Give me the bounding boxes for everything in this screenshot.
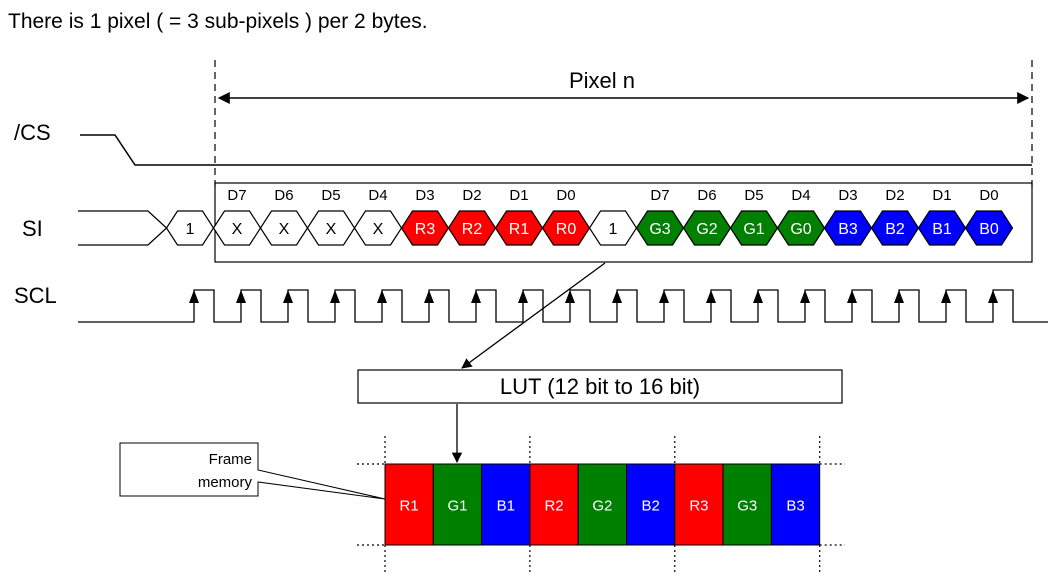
data-to-lut-arrow — [461, 262, 606, 369]
scl-rising-edge-arrow — [377, 290, 387, 303]
cs-signal-label: /CS — [14, 120, 51, 145]
scl-rising-edge-arrow — [894, 290, 904, 303]
si-bit-byte1-6-label: R1 — [509, 221, 530, 238]
memory-cell-r1 — [384, 463, 434, 546]
memory-cell-r2 — [529, 463, 579, 546]
memory-cell-label: B1 — [497, 498, 515, 515]
scl-rising-edge-arrow — [988, 290, 998, 303]
memory-cell-label: B2 — [641, 498, 659, 515]
si-bit-byte2-3-bit-number: D4 — [791, 187, 810, 204]
pixel-data-frame — [214, 182, 1033, 263]
si-bit-byte1-2-label: X — [326, 221, 337, 238]
si-bit-byte2-5-label: B2 — [885, 221, 905, 238]
frame-memory: R1 G1 B1 R2 G2 B2 R3 G3 B3 — [357, 436, 845, 574]
scl-rising-edge-arrow — [847, 290, 857, 303]
memory-cell-g3 — [722, 463, 772, 546]
si-bit-byte2-2-label: G1 — [743, 221, 764, 238]
scl-rising-edge-arrow — [330, 290, 340, 303]
memory-cell-r3 — [674, 463, 724, 546]
memory-cell-label: G3 — [737, 498, 757, 515]
si-bit-byte1-0-bit-number: D7 — [227, 187, 246, 204]
si-bit-byte1-6-bit-number: D1 — [509, 187, 528, 204]
si-bit-byte1-3-label: X — [373, 221, 384, 238]
si-bit-byte1-1-bit-number: D6 — [274, 187, 293, 204]
si-bit-byte1-5-bit-number: D2 — [462, 187, 481, 204]
si-bit-byte2-2-bit-number: D5 — [744, 187, 763, 204]
caption: There is 1 pixel ( = 3 sub-pixels ) per … — [8, 10, 428, 33]
memory-cell-label: R3 — [689, 498, 708, 515]
si-bit-byte2-0-bit-number: D7 — [650, 187, 669, 204]
si-bit-byte2-4-label: B3 — [838, 221, 858, 238]
si-dc-bit-byte2-label: 1 — [609, 221, 618, 238]
scl-rising-edge-arrow — [800, 290, 810, 303]
scl-rising-edge-arrow — [941, 290, 951, 303]
memory-cell-b2 — [626, 463, 676, 546]
scl-signal-label: SCL — [14, 283, 57, 308]
si-bit-byte1-4-bit-number: D3 — [415, 187, 434, 204]
pixel-label: Pixel n — [569, 68, 635, 93]
scl-rising-edge-arrow — [518, 290, 528, 303]
si-bit-byte1-0-label: X — [232, 221, 243, 238]
frame-memory-callout — [119, 442, 386, 500]
memory-cell-label: G1 — [447, 498, 467, 515]
si-bit-byte1-4-label: R3 — [415, 221, 436, 238]
si-bit-byte1-7-label: R0 — [556, 221, 577, 238]
memory-cell-label: G2 — [592, 498, 612, 515]
lut-box — [357, 369, 843, 404]
si-bit-byte1-2-bit-number: D5 — [321, 187, 340, 204]
si-bit-byte2-4-bit-number: D3 — [838, 187, 857, 204]
si-bit-byte2-0-label: G3 — [649, 221, 670, 238]
si-bit-byte2-7-label: B0 — [979, 221, 999, 238]
si-bit-byte2-1-bit-number: D6 — [697, 187, 716, 204]
si-dc-bit-byte1-label: 1 — [186, 221, 195, 238]
memory-cell-label: B3 — [786, 498, 804, 515]
si-bit-byte2-7-bit-number: D0 — [979, 187, 998, 204]
scl-rising-edge-arrow — [471, 290, 481, 303]
si-bit-byte1-3-bit-number: D4 — [368, 187, 387, 204]
memory-cell-g2 — [577, 463, 628, 546]
frame-memory-label-line1: Frame — [209, 451, 252, 468]
memory-cell-b3 — [770, 463, 821, 546]
si-idle-low — [78, 227, 167, 246]
scl-rising-edge-arrow — [189, 290, 199, 303]
scl-rising-edge-arrow — [706, 290, 716, 303]
scl-rising-edge-arrow — [283, 290, 293, 303]
cs-waveform — [80, 134, 1032, 166]
scl-rising-edge-arrow — [753, 290, 763, 303]
frame-memory-label-line2: memory — [198, 474, 253, 491]
scl-rising-edge-arrow — [565, 290, 575, 303]
scl-clock-line — [78, 289, 1048, 323]
si-bit-byte2-6-bit-number: D1 — [932, 187, 951, 204]
si-bit-byte2-5-bit-number: D2 — [885, 187, 904, 204]
scl-rising-edge-arrow — [236, 290, 246, 303]
si-bit-byte2-7-cell — [964, 210, 1014, 246]
scl-waveform — [78, 289, 1048, 323]
memory-cell-g1 — [432, 463, 483, 546]
si-idle-high — [78, 210, 167, 229]
si-bit-byte2-3-label: G0 — [790, 221, 811, 238]
si-signal-label: SI — [22, 216, 43, 241]
memory-cell-b1 — [481, 463, 531, 546]
memory-cell-label: R2 — [544, 498, 563, 515]
si-bit-byte1-7-bit-number: D0 — [556, 187, 575, 204]
si-bit-byte2-6-label: B1 — [932, 221, 952, 238]
si-bit-byte1-5-label: R2 — [462, 221, 483, 238]
si-bit-byte2-1-label: G2 — [696, 221, 717, 238]
scl-rising-edge-arrow — [612, 290, 622, 303]
si-bit-byte1-1-label: X — [279, 221, 290, 238]
scl-rising-edge-arrow — [424, 290, 434, 303]
memory-cell-label: R1 — [400, 498, 419, 515]
lut-label: LUT (12 bit to 16 bit) — [500, 374, 700, 399]
scl-rising-edge-arrow — [659, 290, 669, 303]
